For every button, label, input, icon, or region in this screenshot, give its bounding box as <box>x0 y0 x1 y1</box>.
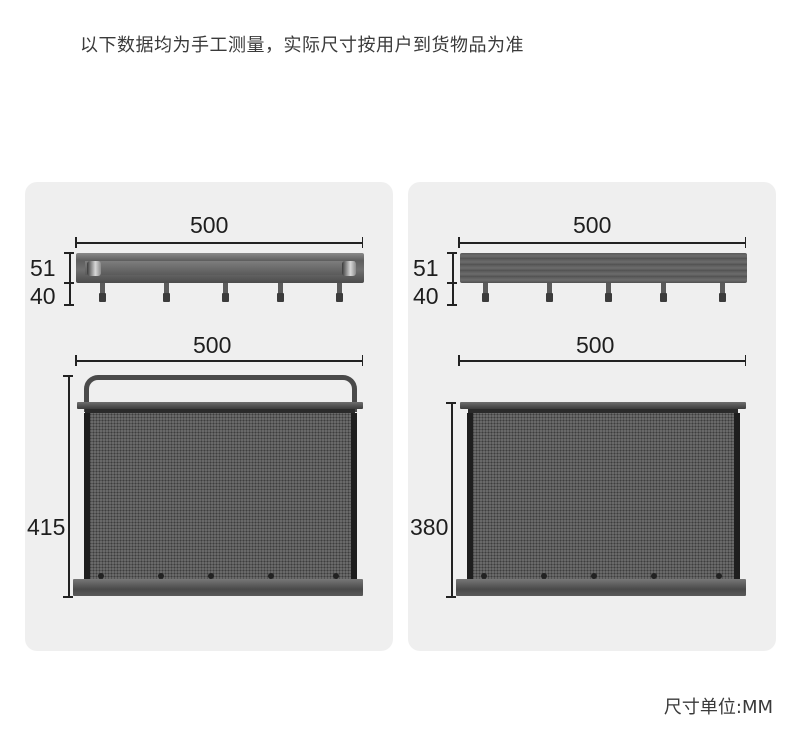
basket-width-dimension-line <box>458 356 746 365</box>
rail-height-label: 51 <box>30 255 56 281</box>
rivet <box>268 573 274 579</box>
hook-icon <box>336 283 343 303</box>
hook-icon <box>277 283 284 303</box>
hook-depth-label: 40 <box>30 283 56 309</box>
rivet <box>98 573 104 579</box>
hook-icon <box>660 283 667 303</box>
dimension-tick <box>447 304 457 306</box>
hook-icon <box>482 283 489 303</box>
rail-ribbed <box>460 253 747 283</box>
rail-width-dimension-line <box>458 238 746 247</box>
basket-height-dimension-line <box>451 402 453 597</box>
basket-height-dimension-line <box>68 375 70 597</box>
rivet <box>716 573 722 579</box>
basket-post <box>467 413 473 581</box>
rivet <box>541 573 547 579</box>
rail-groove <box>85 261 355 275</box>
basket-top-rim <box>77 402 363 409</box>
dimension-tick <box>446 402 456 404</box>
basket-width-dimension-line <box>75 356 363 365</box>
basket-width-label: 500 <box>576 332 615 358</box>
left-panel: 500 51 40 500 415 <box>25 182 393 651</box>
basket-rim-underside <box>468 409 738 413</box>
rail-end-cup <box>342 261 356 276</box>
rivet <box>333 573 339 579</box>
rail-end-cup <box>87 261 101 276</box>
basket-width-label: 500 <box>193 332 232 358</box>
basket-height-label: 415 <box>27 514 66 540</box>
dimension-tick <box>64 282 74 284</box>
rail-height-label: 51 <box>413 255 439 281</box>
basket-post <box>351 413 357 581</box>
hook-icon <box>719 283 726 303</box>
basket-handle <box>84 375 357 412</box>
dimension-tick <box>64 304 74 306</box>
dimension-tick <box>446 596 456 598</box>
rail-width-dimension-line <box>75 238 363 247</box>
basket-mesh <box>472 413 734 581</box>
rail-width-label: 500 <box>573 212 612 238</box>
rail-height-dimension-line <box>452 252 454 305</box>
rail-width-label: 500 <box>190 212 229 238</box>
hook-icon <box>546 283 553 303</box>
basket-post <box>734 413 740 581</box>
rivet <box>158 573 164 579</box>
dimension-tick <box>447 252 457 254</box>
hook-depth-label: 40 <box>413 283 439 309</box>
basket-base <box>73 579 363 596</box>
dimension-tick <box>447 282 457 284</box>
basket-rim-underside <box>85 409 355 413</box>
hook-icon <box>605 283 612 303</box>
dimension-tick <box>63 596 73 598</box>
rivet <box>481 573 487 579</box>
rivet <box>208 573 214 579</box>
basket-height-label: 380 <box>410 514 449 540</box>
basket-post <box>84 413 90 581</box>
basket-top-rim <box>460 402 746 409</box>
dimension-tick <box>63 375 73 377</box>
right-panel: 500 51 40 500 380 <box>408 182 776 651</box>
measurement-disclaimer: 以下数据均为手工测量，实际尺寸按用户到货物品为准 <box>80 35 524 56</box>
unit-label: 尺寸单位:MM <box>663 697 773 718</box>
basket-base <box>456 579 746 596</box>
hook-icon <box>99 283 106 303</box>
basket-mesh <box>89 413 351 581</box>
hook-icon <box>222 283 229 303</box>
hook-icon <box>163 283 170 303</box>
rail-height-dimension-line <box>69 252 71 305</box>
rivet <box>591 573 597 579</box>
rivet <box>651 573 657 579</box>
dimension-tick <box>64 252 74 254</box>
